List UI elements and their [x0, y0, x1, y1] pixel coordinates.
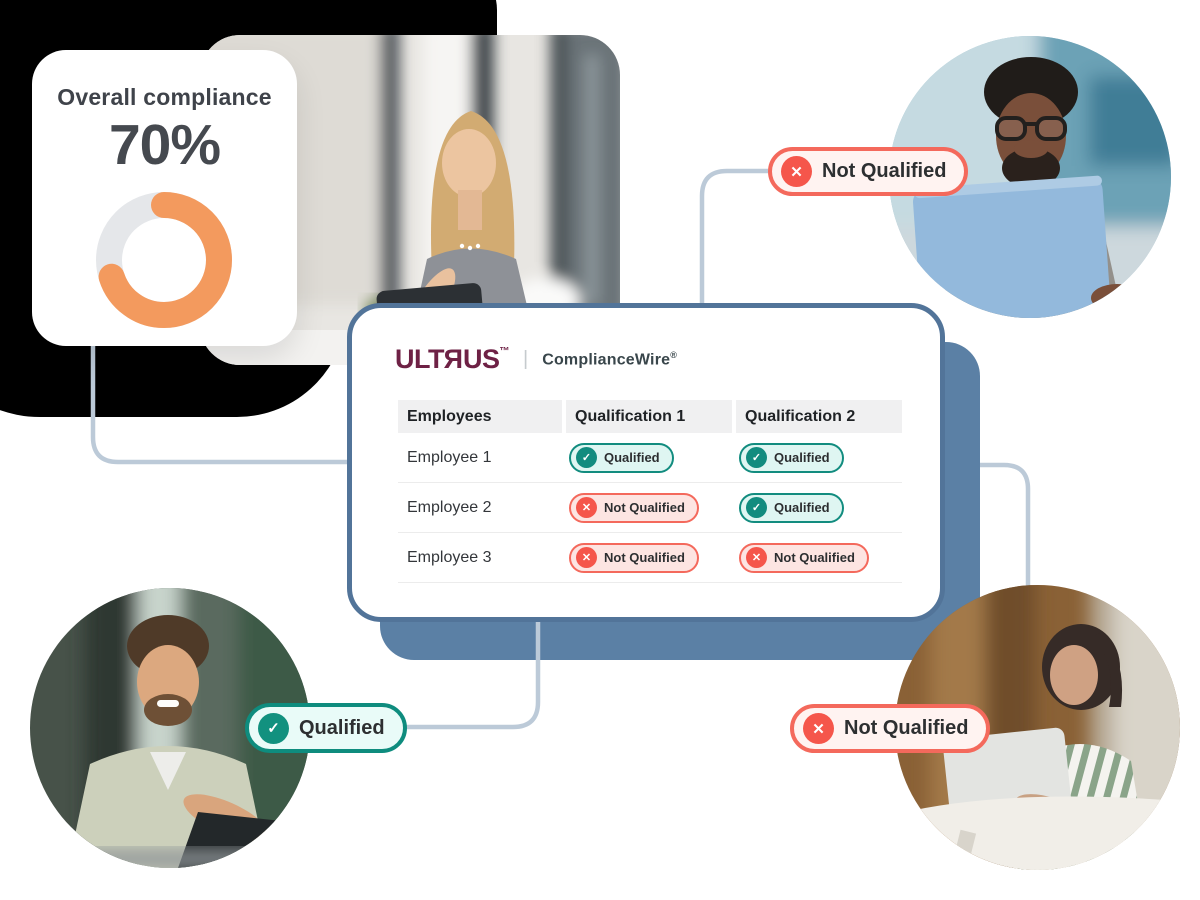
- status-badge-not-qualified: ✕ Not Qualified: [569, 492, 699, 523]
- qualification-cell: ✕ Not Qualified: [736, 542, 902, 573]
- qualification-cell: ✓ Qualified: [566, 442, 732, 473]
- employee-name: Employee 1: [407, 448, 492, 466]
- status-badge-label: Not Qualified: [774, 550, 855, 565]
- brand-row: ULTRUS™ | ComplianceWire®: [395, 344, 677, 375]
- x-circle-icon: ✕: [781, 156, 812, 187]
- badge-label: Qualified: [299, 716, 385, 739]
- table-row-employee-2: Employee 2 ✕ Not Qualified ✓ Qualified: [398, 483, 902, 533]
- status-badge-qualified: ✓ Qualified: [569, 442, 674, 473]
- brand-divider: |: [523, 348, 529, 370]
- qualification-cell: ✕ Not Qualified: [566, 492, 732, 523]
- x-circle-icon: ✕: [746, 547, 767, 568]
- status-badge-label: Qualified: [774, 450, 830, 465]
- ultrus-logo: ULTRUS™: [395, 344, 510, 374]
- donut-chart: [96, 192, 232, 328]
- check-circle-icon: ✓: [746, 447, 767, 468]
- x-circle-icon: ✕: [576, 497, 597, 518]
- product-name: ComplianceWire®: [542, 349, 678, 369]
- compliance-percent: 70%: [108, 113, 221, 177]
- compliancewire-card: ULTRUS™ | ComplianceWire® Employees Qual…: [347, 303, 945, 622]
- qualification-cell: ✕ Not Qualified: [566, 542, 732, 573]
- status-badge-qualified: ✓ Qualified: [739, 492, 844, 523]
- check-circle-icon: ✓: [746, 497, 767, 518]
- table-row-employee-1: Employee 1 ✓ Qualified ✓ Qualified: [398, 433, 902, 483]
- employee-name: Employee 3: [407, 548, 492, 566]
- column-header-employees: Employees: [398, 400, 562, 433]
- connector-top-right: [699, 168, 768, 310]
- floating-badge-not-qualified-bottom-right: ✕ Not Qualified: [790, 704, 991, 753]
- badge-label: Not Qualified: [844, 717, 969, 739]
- status-badge-label: Qualified: [604, 450, 660, 465]
- status-badge-qualified: ✓ Qualified: [739, 442, 844, 473]
- status-badge-not-qualified: ✕ Not Qualified: [739, 542, 869, 573]
- trademark-symbol: ™: [499, 346, 510, 357]
- qualification-cell: ✓ Qualified: [736, 442, 902, 473]
- status-badge-label: Qualified: [774, 500, 830, 515]
- floating-badge-not-qualified-top-right: ✕ Not Qualified: [768, 147, 969, 196]
- compliance-card-title: Overall compliance: [57, 84, 272, 110]
- table-header-row: Employees Qualification 1 Qualification …: [398, 400, 902, 433]
- employee-name: Employee 2: [407, 498, 492, 516]
- check-circle-icon: ✓: [258, 712, 289, 744]
- column-header-qualification-1: Qualification 1: [566, 400, 732, 433]
- compliance-card: Overall compliance 70%: [32, 50, 297, 346]
- column-header-qualification-2: Qualification 2: [736, 400, 902, 433]
- badge-label: Not Qualified: [822, 160, 947, 182]
- status-badge-label: Not Qualified: [604, 500, 685, 515]
- qualification-cell: ✓ Qualified: [736, 492, 902, 523]
- qualification-table: Employees Qualification 1 Qualification …: [398, 400, 902, 583]
- connector-right: [975, 462, 1031, 592]
- x-circle-icon: ✕: [803, 713, 834, 744]
- status-badge-not-qualified: ✕ Not Qualified: [569, 542, 699, 573]
- status-badge-label: Not Qualified: [604, 550, 685, 565]
- table-row-employee-3: Employee 3 ✕ Not Qualified ✕ Not Qualified: [398, 533, 902, 583]
- ultrus-logo-reversed-r: R: [443, 344, 463, 374]
- floating-badge-qualified-bottom-left: ✓ Qualified: [245, 703, 407, 753]
- donut-value-arc: [96, 192, 232, 328]
- x-circle-icon: ✕: [576, 547, 597, 568]
- registered-symbol: ®: [670, 349, 678, 360]
- check-circle-icon: ✓: [576, 447, 597, 468]
